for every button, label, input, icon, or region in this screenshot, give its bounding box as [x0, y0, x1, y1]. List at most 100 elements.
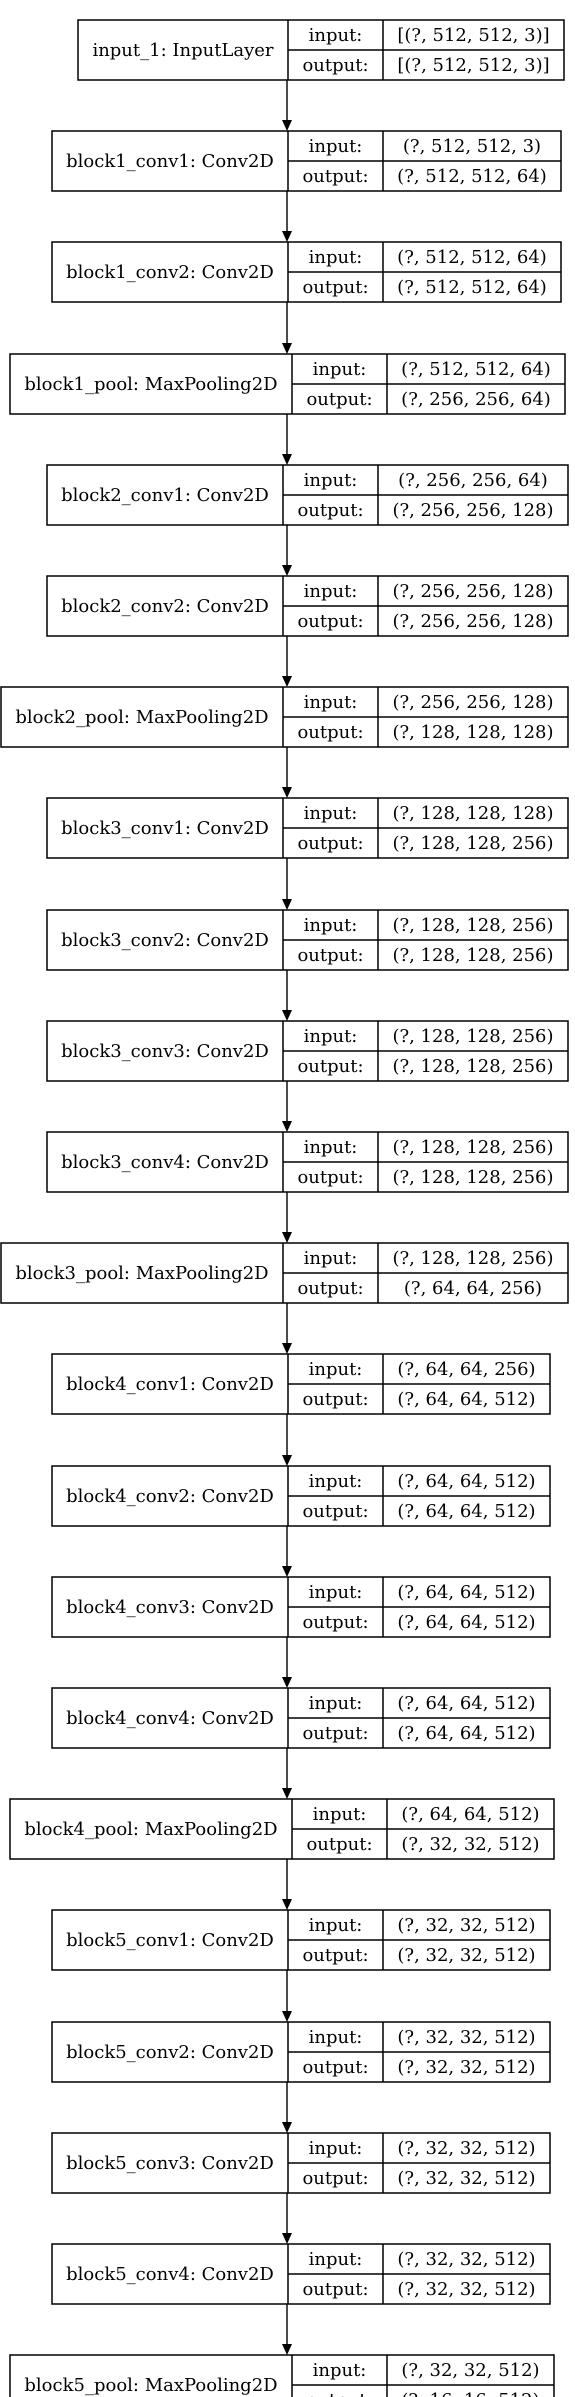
- layer-name: block4_pool: MaxPooling2D: [24, 1819, 277, 1840]
- input-shape: (?, 32, 32, 512): [397, 1915, 535, 1936]
- edge-arrow: [282, 747, 292, 798]
- arrow-head: [282, 1455, 292, 1466]
- input-shape: (?, 32, 32, 512): [397, 2138, 535, 2159]
- input-shape: (?, 128, 128, 256): [392, 1248, 553, 1269]
- input-label: input:: [309, 1471, 363, 1492]
- layer-name: block1_conv1: Conv2D: [66, 151, 274, 172]
- output-shape: (?, 128, 128, 256): [392, 945, 553, 966]
- arrow-head: [282, 1899, 292, 1910]
- output-shape: (?, 256, 256, 128): [392, 500, 553, 521]
- edge-arrow: [282, 1526, 292, 1577]
- output-label: output:: [306, 1834, 372, 1855]
- input-shape: (?, 256, 256, 128): [392, 581, 553, 602]
- output-shape: (?, 256, 256, 128): [392, 611, 553, 632]
- input-label: input:: [309, 2249, 363, 2270]
- layer-name: block4_conv3: Conv2D: [66, 1597, 274, 1618]
- layer-name: block3_conv3: Conv2D: [61, 1041, 269, 1062]
- input-shape: (?, 256, 256, 128): [392, 692, 553, 713]
- layer-name: block5_conv3: Conv2D: [66, 2153, 274, 2174]
- edge-arrow: [282, 1748, 292, 1799]
- edge-arrow: [282, 1081, 292, 1132]
- output-label: output:: [302, 2279, 368, 2300]
- input-shape: (?, 128, 128, 256): [392, 1137, 553, 1158]
- layer-name: block3_conv2: Conv2D: [61, 930, 269, 951]
- input-shape: (?, 64, 64, 512): [401, 1804, 539, 1825]
- output-label: output:: [297, 1278, 363, 1299]
- output-label: output:: [302, 1501, 368, 1522]
- layer-name: block5_pool: MaxPooling2D: [24, 2375, 277, 2396]
- input-shape: (?, 128, 128, 256): [392, 1026, 553, 1047]
- output-label: output:: [297, 500, 363, 521]
- output-shape: (?, 64, 64, 512): [397, 1501, 535, 1522]
- output-label: output:: [302, 1723, 368, 1744]
- input-shape: (?, 512, 512, 64): [401, 359, 551, 380]
- output-label: output:: [297, 1167, 363, 1188]
- input-shape: (?, 32, 32, 512): [397, 2027, 535, 2048]
- layer-node: block3_pool: MaxPooling2D input: output: (?…: [0, 1242, 569, 1304]
- arrow-head: [282, 1788, 292, 1799]
- arrow-head: [282, 1566, 292, 1577]
- input-label: input:: [304, 803, 358, 824]
- edge-arrow: [282, 525, 292, 576]
- layer-name: block2_conv1: Conv2D: [61, 485, 269, 506]
- arrow-head: [282, 120, 292, 131]
- input-shape: (?, 64, 64, 512): [397, 1582, 535, 1603]
- output-shape: (?, 128, 128, 128): [392, 722, 553, 743]
- output-label: output:: [297, 611, 363, 632]
- edge-arrow: [282, 858, 292, 910]
- layer-node: block4_pool: MaxPooling2D input: output: (?…: [9, 1798, 555, 1860]
- layer-name: block3_conv4: Conv2D: [61, 1152, 269, 1173]
- output-shape: (?, 64, 64, 512): [397, 1389, 535, 1410]
- input-label: input:: [304, 1026, 358, 1047]
- input-label: input:: [313, 1804, 367, 1825]
- input-label: input:: [309, 25, 363, 46]
- output-shape: (?, 32, 32, 512): [397, 2057, 535, 2078]
- arrow-head: [282, 676, 292, 687]
- layer-name: block4_conv1: Conv2D: [66, 1374, 274, 1395]
- output-label: output:: [306, 389, 372, 410]
- input-label: input:: [313, 359, 367, 380]
- layer-name: block3_conv1: Conv2D: [61, 818, 269, 839]
- output-shape: (?, 32, 32, 512): [397, 2168, 535, 2189]
- input-label: input:: [304, 1248, 358, 1269]
- edge-arrow: [282, 1192, 292, 1243]
- input-shape: (?, 128, 128, 128): [392, 803, 553, 824]
- output-shape: (?, 64, 64, 512): [397, 1723, 535, 1744]
- output-label: output:: [297, 722, 363, 743]
- input-label: input:: [309, 2138, 363, 2159]
- arrow-head: [282, 231, 292, 242]
- input-shape: (?, 512, 512, 3): [403, 136, 541, 157]
- layer-name: block5_conv2: Conv2D: [66, 2042, 274, 2063]
- layer-name: block1_conv2: Conv2D: [66, 262, 274, 283]
- input-label: input:: [309, 1359, 363, 1380]
- layer-name: input_1: InputLayer: [92, 40, 273, 61]
- output-label: output:: [302, 166, 368, 187]
- input-shape: (?, 64, 64, 512): [397, 1693, 535, 1714]
- edges: [282, 80, 292, 2355]
- layer-node-box: [9, 2354, 555, 2397]
- edge-arrow: [282, 2304, 292, 2355]
- edge-arrow: [282, 1303, 292, 1354]
- arrow-head: [282, 1010, 292, 1021]
- input-shape: (?, 32, 32, 512): [401, 2360, 539, 2381]
- output-label: output:: [297, 1056, 363, 1077]
- input-label: input:: [304, 692, 358, 713]
- arrow-head: [282, 454, 292, 465]
- output-label: output:: [302, 2057, 368, 2078]
- layer-name: block2_pool: MaxPooling2D: [15, 707, 268, 728]
- output-shape: (?, 16, 16, 512): [401, 2390, 539, 2397]
- input-shape: (?, 32, 32, 512): [397, 2249, 535, 2270]
- layer-name: block3_pool: MaxPooling2D: [15, 1263, 268, 1284]
- arrow-head: [282, 2233, 292, 2244]
- arrow-head: [282, 2011, 292, 2022]
